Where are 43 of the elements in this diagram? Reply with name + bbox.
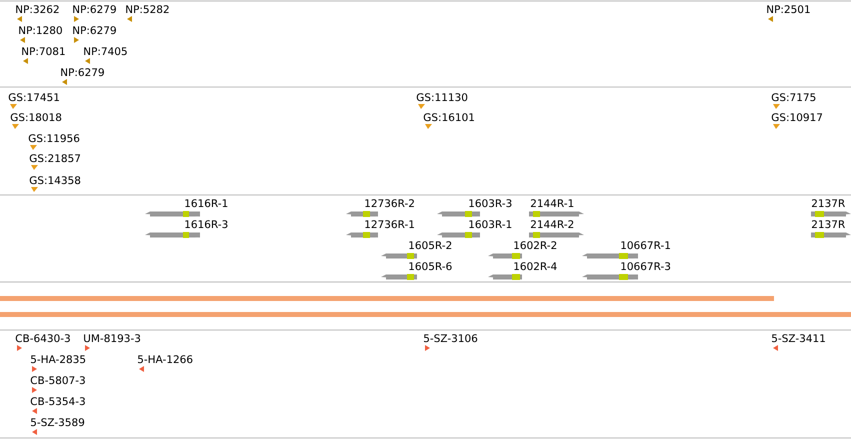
track-label: 5-SZ-3106: [424, 334, 478, 342]
track-label: CB-5807-3: [30, 376, 85, 384]
track-label: GS:16101: [424, 113, 474, 122]
track-label: NP:3262: [16, 5, 59, 14]
track-label: NP:2501: [767, 5, 810, 14]
track-label: 1602R-4: [514, 262, 557, 270]
track-label: 12736R-1: [365, 220, 414, 228]
track-label: NP:6279: [73, 5, 116, 14]
track-label: NP:7405: [84, 47, 127, 56]
track-label: 1616R-1: [185, 199, 228, 208]
track-label: 2137R: [812, 220, 845, 228]
track-label: NP:1280: [19, 26, 62, 34]
track-label: 5-HA-2835: [31, 355, 86, 364]
track-label: 5-SZ-3589: [31, 418, 84, 426]
track-label: NP:6279: [61, 68, 104, 76]
track-label: 1605R-2: [409, 241, 452, 250]
track-label: 12736R-2: [365, 199, 414, 208]
track-label: 10667R-1: [621, 241, 670, 250]
track-label: 1602R-2: [514, 241, 556, 250]
track-label: NP:6279: [73, 26, 116, 34]
track-label: 2137R: [812, 199, 845, 208]
track-label: CB-5354-3: [30, 397, 85, 406]
track-label: 1603R-1: [469, 220, 512, 228]
track-label: 1616R-3: [185, 220, 228, 228]
track-label: 2144R-1: [530, 199, 574, 207]
track-label: GS:17451: [8, 93, 59, 102]
track-label: GS:11956: [28, 134, 80, 142]
track-label: GS:18018: [10, 113, 62, 122]
track-label: GS:7175: [772, 93, 816, 102]
track-label: 2144R-2: [530, 220, 574, 228]
track-label: NP:5282: [126, 5, 169, 14]
track-label: GS:21857: [30, 154, 80, 162]
track-label: GS:11130: [416, 93, 468, 102]
track-label: 5-SZ-3411: [772, 334, 825, 342]
track-label: CB-6430-3: [16, 334, 70, 342]
track-label: 5-HA-1266: [138, 355, 192, 364]
track-label: GS:14358: [30, 176, 80, 184]
track-label: 10667R-3: [621, 262, 670, 270]
track-label: NP:7081: [22, 47, 65, 56]
track-label: GS:10917: [772, 113, 822, 122]
track-label: 1605R-6: [409, 262, 452, 270]
track-label: UM-8193-3: [84, 334, 140, 342]
track-label: 1603R-3: [469, 199, 512, 208]
